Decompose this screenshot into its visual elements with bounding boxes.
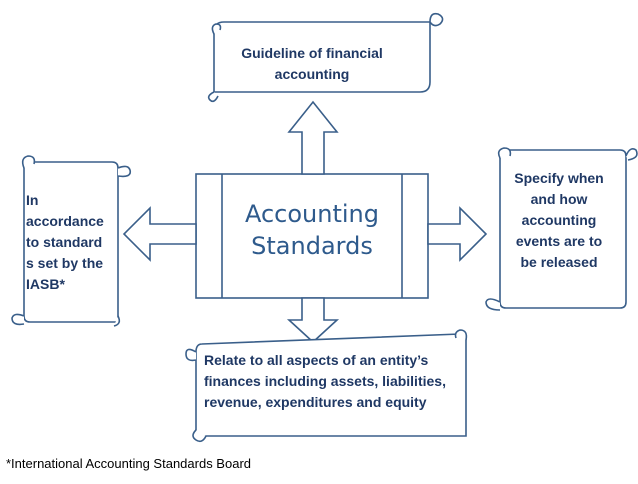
- top-scroll-line-1: Guideline of financial: [241, 45, 383, 61]
- center-label: Accounting Standards: [222, 198, 402, 262]
- left-scroll-line-5: IASB*: [26, 276, 65, 292]
- center-label-line-2: Standards: [251, 232, 373, 260]
- right-scroll-line-5: be released: [520, 254, 598, 270]
- left-scroll-line-2: accordance: [26, 213, 104, 229]
- bottom-scroll-line-3: revenue, expenditures and equity: [204, 394, 427, 410]
- right-scroll-line-1: Specify when: [514, 170, 604, 186]
- left-scroll-line-1: In: [26, 192, 39, 208]
- bottom-scroll: [185, 329, 468, 443]
- top-scroll-line-2: accounting: [274, 66, 350, 82]
- left-scroll-text: In accordance to standard s set by the I…: [26, 190, 116, 295]
- right-scroll-line-4: events are to: [515, 233, 603, 249]
- center-label-line-1: Accounting: [244, 200, 379, 228]
- bottom-scroll-line-2: finances including assets, liabilities,: [204, 373, 446, 389]
- arrow-up: [287, 100, 339, 175]
- top-scroll: [207, 12, 444, 103]
- left-scroll-line-3: to standard: [26, 234, 103, 250]
- right-scroll: [485, 147, 638, 311]
- bottom-scroll-line-1: Relate to all aspects of an entity’s: [204, 352, 429, 368]
- footnote: *International Accounting Standards Boar…: [6, 456, 252, 471]
- right-scroll-line-2: and how: [530, 191, 588, 207]
- right-scroll-text: Specify when and how accounting events a…: [504, 168, 614, 273]
- arrow-right: [427, 206, 488, 262]
- left-scroll-line-4: s set by the: [26, 255, 104, 271]
- arrow-left: [122, 206, 197, 262]
- bottom-scroll-text: Relate to all aspects of an entity’s fin…: [204, 350, 474, 413]
- arrow-down: [286, 297, 340, 344]
- left-scroll: [11, 155, 132, 327]
- right-scroll-line-3: accounting: [521, 212, 597, 228]
- top-scroll-text: Guideline of financial accounting: [222, 43, 402, 85]
- center-frame: [195, 173, 429, 299]
